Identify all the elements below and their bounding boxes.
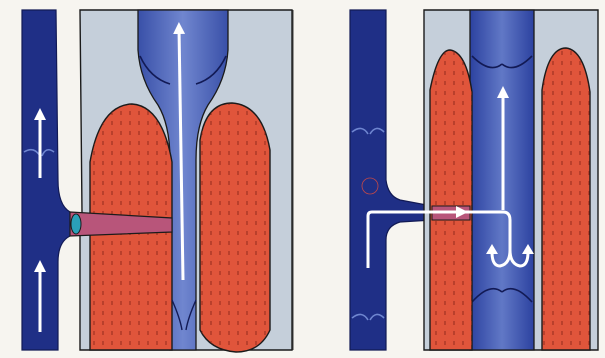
muscle-right-a-fibers xyxy=(430,50,472,350)
muscle-right-b-fibers xyxy=(542,48,590,350)
muscle-left-b-fibers xyxy=(200,103,270,352)
panel-divider xyxy=(295,10,350,350)
perforator-valve-left xyxy=(71,214,81,234)
left-panel xyxy=(10,10,295,352)
